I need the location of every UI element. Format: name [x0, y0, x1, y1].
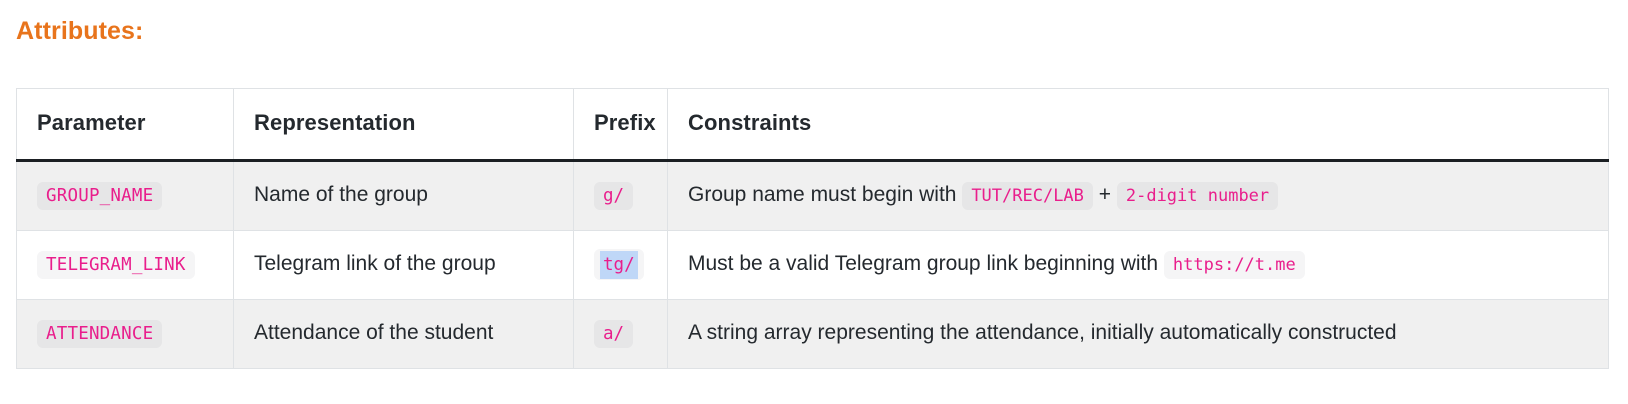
- cell-parameter: GROUP_NAME: [16, 160, 234, 231]
- cell-constraints: A string array representing the attendan…: [667, 299, 1609, 369]
- constraint-separator: +: [1098, 182, 1112, 206]
- attributes-table-container: Parameter Representation Prefix Constrai…: [16, 88, 1609, 369]
- code-prefix-chip: tg/: [594, 248, 644, 280]
- code-parameter: ATTENDANCE: [37, 319, 163, 348]
- cell-representation: Telegram link of the group: [233, 230, 574, 300]
- page-title: Attributes:: [16, 17, 144, 45]
- constraint-text: Group name must begin with: [688, 182, 957, 206]
- cell-constraints: Group name must begin with TUT/REC/LAB +…: [667, 160, 1609, 231]
- table-header-row: Parameter Representation Prefix Constrai…: [16, 88, 1609, 162]
- code-prefix: a/: [594, 319, 634, 348]
- code-constraint-1: https://t.me: [1163, 250, 1305, 279]
- cell-prefix: tg/: [573, 230, 668, 300]
- code-constraint-2: 2-digit number: [1116, 181, 1279, 210]
- table-row: GROUP_NAME Name of the group g/ Group na…: [16, 160, 1609, 231]
- code-parameter: TELEGRAM_LINK: [37, 250, 195, 279]
- table-row: ATTENDANCE Attendance of the student a/ …: [16, 299, 1609, 369]
- cell-parameter: ATTENDANCE: [16, 299, 234, 369]
- code-constraint-1: TUT/REC/LAB: [962, 181, 1093, 210]
- cell-constraints: Must be a valid Telegram group link begi…: [667, 230, 1609, 300]
- column-header-constraints[interactable]: Constraints: [667, 88, 1609, 162]
- constraint-text: A string array representing the attendan…: [688, 321, 1397, 344]
- column-header-prefix[interactable]: Prefix: [573, 88, 668, 162]
- attributes-table: Parameter Representation Prefix Constrai…: [16, 88, 1609, 369]
- cell-prefix: a/: [573, 299, 668, 369]
- cell-representation: Attendance of the student: [233, 299, 574, 369]
- table-header: Parameter Representation Prefix Constrai…: [16, 88, 1609, 162]
- table-body: GROUP_NAME Name of the group g/ Group na…: [16, 160, 1609, 369]
- cell-prefix: g/: [573, 160, 668, 231]
- code-prefix: g/: [594, 181, 634, 210]
- constraint-text: Must be a valid Telegram group link begi…: [688, 251, 1159, 275]
- code-parameter: GROUP_NAME: [37, 181, 163, 210]
- code-prefix-selected[interactable]: tg/: [600, 250, 638, 279]
- cell-parameter: TELEGRAM_LINK: [16, 230, 234, 300]
- cell-representation: Name of the group: [233, 160, 574, 231]
- table-row: TELEGRAM_LINK Telegram link of the group…: [16, 230, 1609, 300]
- column-header-parameter[interactable]: Parameter: [16, 88, 234, 162]
- column-header-representation[interactable]: Representation: [233, 88, 574, 162]
